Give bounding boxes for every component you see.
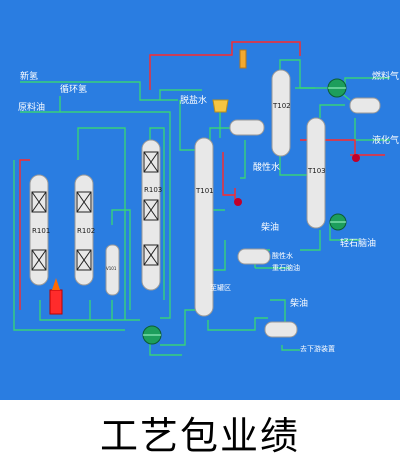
pipe-to-t101 [160, 309, 202, 346]
pipe-h2-feed [20, 81, 178, 101]
reactor-r102[interactable]: R102 [74, 174, 95, 286]
hot-pipe-furnace [19, 159, 30, 310]
naphtha-drum[interactable] [237, 248, 271, 265]
pipe-v101 [111, 209, 131, 310]
v101-label: V101 [106, 266, 117, 271]
exchanger-icon[interactable] [239, 49, 247, 69]
label-diesel: 柴油 [261, 221, 279, 233]
pipe-to-storage-drum [270, 299, 286, 322]
cooler-1[interactable] [327, 78, 347, 98]
label-lpg: 液化气 [372, 134, 399, 146]
column-t101[interactable]: T101 [194, 137, 214, 317]
pipe-t103-bottom [329, 222, 360, 241]
pipe-r103-top [149, 127, 165, 300]
r103-label: R103 [144, 186, 162, 194]
label-sour-water-2: 酸性水 [272, 251, 293, 260]
t103-label: T103 [307, 167, 326, 175]
label-to-storage: 至罐区 [210, 283, 231, 292]
pipe-r101-bottom [39, 300, 140, 321]
pipe-t103-top [319, 104, 345, 118]
caption-title: 工艺包业绩 [0, 400, 400, 472]
reactor-r101[interactable]: R101 [29, 174, 50, 286]
label-recycle-h2: 循环氢 [60, 83, 87, 95]
column-t102[interactable]: T102 [271, 69, 291, 157]
label-heavy: 重石脑油 [272, 263, 300, 272]
process-flow-svg: R101 R102 R103 V101 T101 T102 T [13, 41, 399, 356]
furnace-icon[interactable] [49, 278, 63, 315]
desalter-icon[interactable] [212, 99, 229, 113]
product-drum[interactable] [264, 321, 298, 338]
vessel-v101[interactable]: V101 [105, 244, 120, 296]
pump-icon-1[interactable] [234, 198, 242, 206]
pipe-drum-bottom [240, 140, 246, 179]
t102-label: T102 [272, 102, 291, 110]
reflux-drum-2[interactable] [349, 97, 381, 114]
label-raw-oil: 原料油 [18, 101, 45, 113]
label-storage-tag: 柴油 [290, 297, 308, 309]
process-flow-diagram: R101 R102 R103 V101 T101 T102 T [0, 0, 400, 400]
r102-label: R102 [77, 227, 95, 235]
pipe-r102-top [77, 127, 126, 320]
pump-icon-2[interactable] [352, 154, 360, 162]
pipe-t101-bottom [207, 317, 268, 331]
pipe-t103-side [300, 230, 321, 251]
pipe-side-draw [179, 100, 195, 151]
label-sour-water-1: 酸性水 [253, 161, 280, 173]
pipe-t101-top [159, 89, 202, 100]
hot-pipe-network [19, 41, 385, 310]
t101-label: T101 [195, 187, 214, 195]
label-naphtha: 轻石脑油 [340, 237, 376, 249]
pipe-t102-bottom [279, 155, 310, 176]
pipe-bottom-return [13, 160, 125, 331]
column-t103[interactable]: T103 [306, 117, 326, 229]
label-to-unit: 去下游装置 [300, 344, 335, 353]
pipe-unit-out [281, 345, 300, 351]
cooler-2[interactable] [329, 213, 347, 231]
heat-exchanger-main[interactable] [142, 325, 162, 345]
r101-label: R101 [32, 227, 50, 235]
reflux-drum-1[interactable] [229, 119, 265, 136]
reactor-r103[interactable]: R103 [141, 139, 162, 291]
pipe-mid-return [210, 240, 226, 271]
hot-pipe-overhead [149, 41, 301, 90]
label-desalted-water: 脱盐水 [180, 94, 207, 106]
label-fuel-gas: 燃料气 [372, 70, 399, 82]
label-h2-feed: 新氢 [20, 70, 38, 82]
pipe-raw-oil [20, 111, 171, 319]
hot-pipe-sour-water [222, 152, 235, 196]
